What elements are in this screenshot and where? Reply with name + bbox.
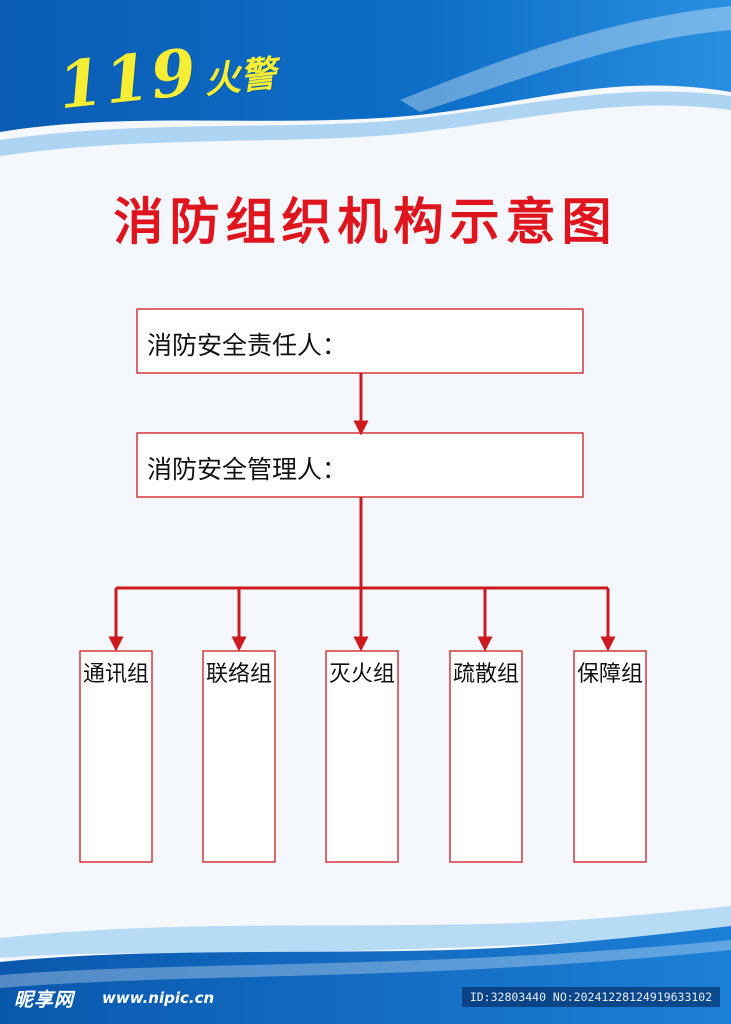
watermark-id: ID:32803440 NO:20241228124919633102 — [462, 987, 720, 1007]
group-label-communication: 通讯组 — [82, 662, 149, 687]
watermark-logo: 昵享网 — [14, 989, 75, 1011]
group-box-support — [573, 650, 647, 863]
responsible-person-label: 消防安全责任人： — [147, 331, 348, 360]
top-wave-glow — [400, 6, 731, 112]
group-box-evacuation — [449, 650, 523, 863]
group-label-evacuation: 疏散组 — [452, 662, 519, 687]
group-label-support: 保障组 — [576, 662, 643, 687]
group-box-communication — [79, 650, 153, 863]
page-title: 消防组织机构示意图 — [113, 193, 618, 251]
group-box-firefighting — [325, 650, 399, 863]
group-box-liaison — [202, 650, 276, 863]
bottom-wave-glow — [0, 940, 731, 988]
manager-label: 消防安全管理人： — [147, 455, 348, 484]
top-wave-banner — [0, 0, 731, 132]
watermark-url: www.nipic.cn — [102, 989, 215, 1007]
top-wave-highlight — [0, 91, 731, 156]
group-label-liaison: 联络组 — [205, 662, 272, 687]
brand-number: 119 — [54, 34, 202, 125]
manager-box — [136, 432, 584, 498]
group-label-firefighting: 灭火组 — [328, 662, 395, 687]
bottom-wave-light — [0, 906, 731, 958]
brand-text: 火警 — [202, 52, 279, 102]
